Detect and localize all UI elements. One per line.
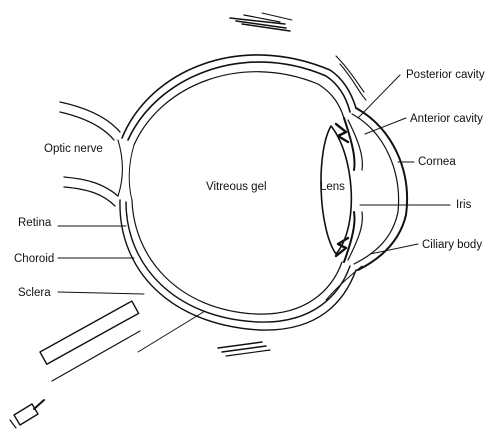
lens [320, 125, 353, 255]
eyelid [325, 55, 367, 301]
label-ciliary-body: Ciliary body [422, 239, 482, 251]
label-iris: Iris [456, 199, 472, 211]
label-posterior-cavity: Posterior cavity [406, 69, 485, 81]
label-sclera: Sclera [18, 287, 51, 299]
cornea-inner [351, 113, 400, 265]
retina-wall [128, 71, 345, 315]
muscle-bottom [217, 341, 271, 357]
cornea [355, 107, 408, 271]
iris [343, 117, 363, 263]
muscle-top [229, 12, 293, 32]
label-optic-nerve: Optic nerve [44, 143, 103, 155]
label-anterior-cavity: Anterior cavity [410, 113, 483, 125]
label-choroid: Choroid [14, 253, 54, 265]
syringe [9, 300, 206, 429]
ciliary-body [334, 122, 350, 258]
optic-nerve [59, 101, 124, 207]
sclera-wall [119, 54, 357, 331]
label-cornea: Cornea [418, 156, 456, 168]
label-vitreous-gel: Vitreous gel [206, 181, 267, 193]
label-lens: Lens [320, 181, 345, 193]
leader-lines [57, 74, 451, 295]
label-retina: Retina [18, 217, 52, 229]
